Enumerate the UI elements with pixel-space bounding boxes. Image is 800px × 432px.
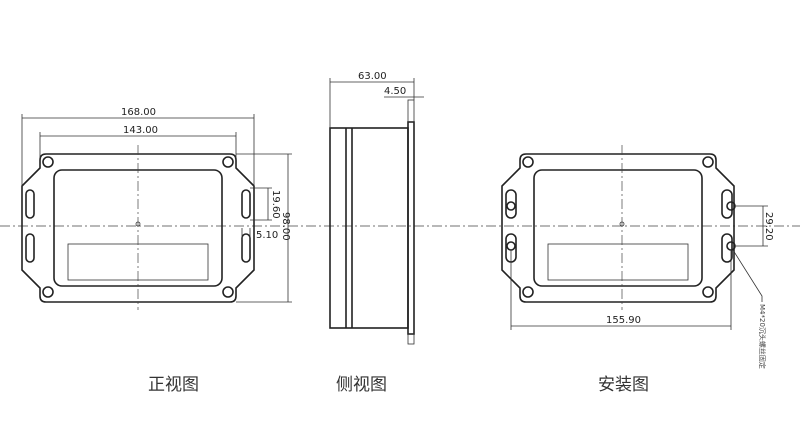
caption-install-view: 安装图 bbox=[598, 375, 649, 395]
side-view bbox=[329, 78, 424, 345]
caption-side-view: 侧视图 bbox=[336, 375, 387, 395]
dim-19-60: 19.60 bbox=[270, 190, 281, 219]
dim-29-20: 29.20 bbox=[763, 212, 774, 241]
dim-5-10: 5.10 bbox=[256, 230, 278, 241]
dim-4-50: 4.50 bbox=[384, 86, 406, 97]
front-view bbox=[21, 114, 292, 310]
install-view bbox=[501, 145, 768, 330]
dim-98: 98.00 bbox=[280, 212, 291, 241]
caption-front-view: 正视图 bbox=[148, 375, 199, 395]
dim-63: 63.00 bbox=[358, 71, 387, 82]
dim-168: 168.00 bbox=[121, 107, 156, 118]
dim-155-90: 155.90 bbox=[606, 315, 641, 326]
dim-143: 143.00 bbox=[123, 125, 158, 136]
screw-note: M4*20沉头螺丝固定 bbox=[758, 304, 767, 369]
